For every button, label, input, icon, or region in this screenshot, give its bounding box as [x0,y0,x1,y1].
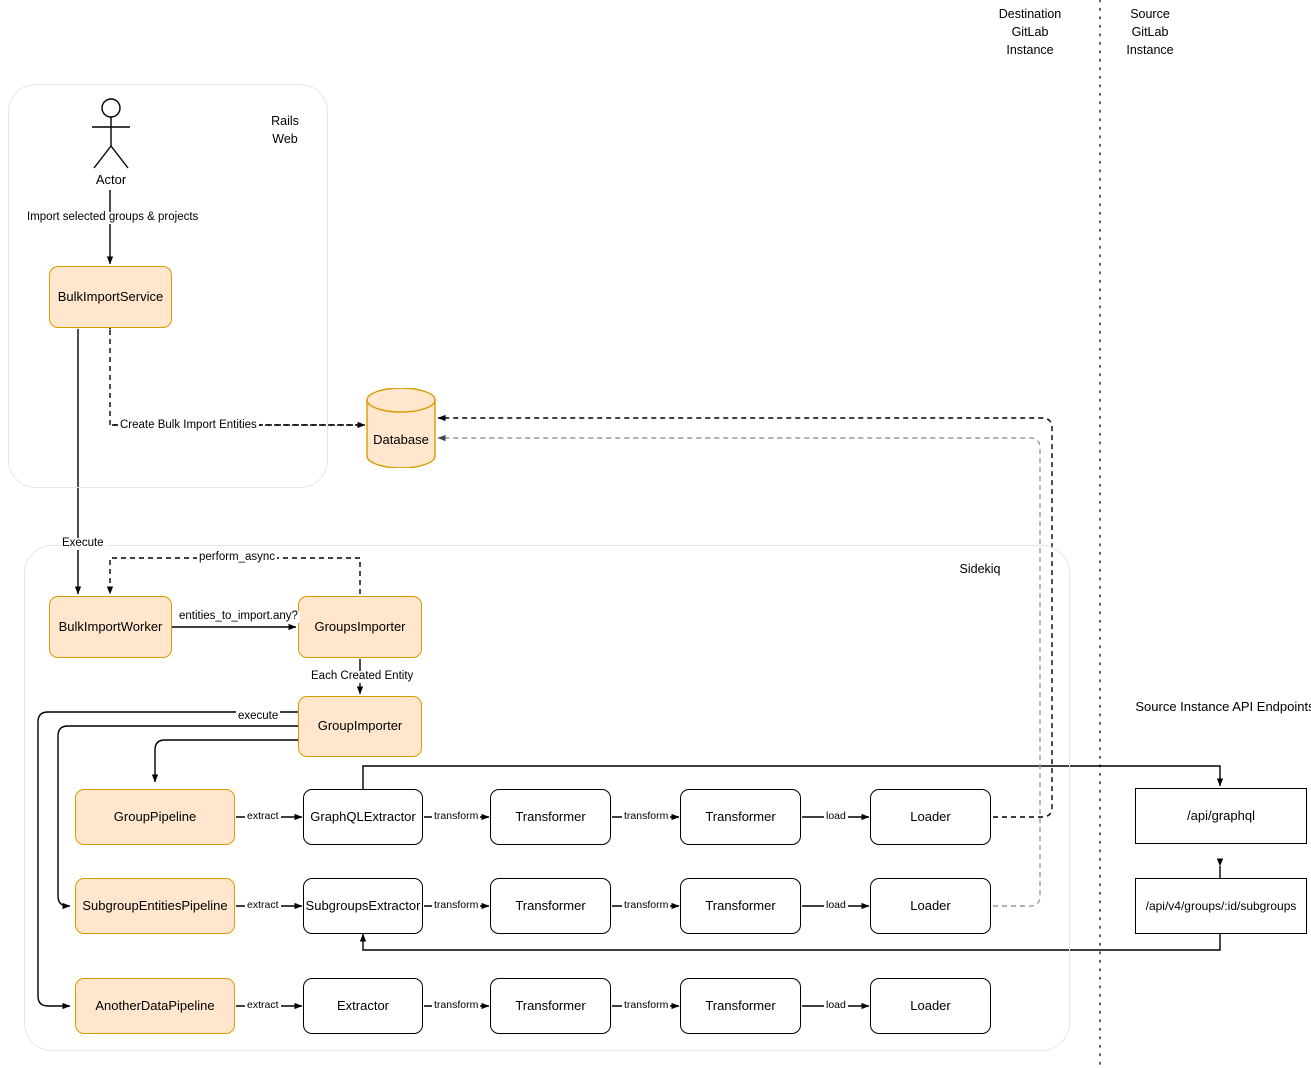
edge-label-perform-async: perform_async [197,551,278,564]
node-loader-r1[interactable]: Loader [870,789,991,845]
node-subgroup-entities-pipeline[interactable]: SubgroupEntitiesPipeline [75,878,235,934]
edge-label-create-entities: Create Bulk Import Entities [118,419,259,432]
edge-label-execute-pipeline: execute [236,710,281,723]
actor-figure [86,98,136,170]
edge-label-entities-any: entities_to_import.any? [177,610,300,623]
node-transformer-r3-b[interactable]: Transformer [680,978,801,1034]
node-transformer-r1-a[interactable]: Transformer [490,789,611,845]
edge-label-extract-r2: extract [245,899,281,911]
edge-label-transform-r3-a: transform [432,999,481,1011]
database-cylinder [366,387,436,469]
container-sidekiq [24,545,1070,1051]
node-transformer-r3-a[interactable]: Transformer [490,978,611,1034]
api-endpoints-caption: Source Instance API Endpoints [1135,699,1311,714]
container-rails-web-label: Rails Web [271,114,299,147]
edge-label-extract-r3: extract [245,999,281,1011]
node-loader-r2[interactable]: Loader [870,878,991,934]
edge-label-load-r2: load [824,899,848,911]
node-transformer-r2-a[interactable]: Transformer [490,878,611,934]
edge-label-transform-r2-b: transform [622,899,671,911]
edge-label-extract-r1: extract [245,810,281,822]
node-loader-r3[interactable]: Loader [870,978,991,1034]
node-api-subgroups[interactable]: /api/v4/groups/:id/subgroups [1135,878,1307,934]
edge-label-load-r1: load [824,810,848,822]
node-transformer-r2-b[interactable]: Transformer [680,878,801,934]
node-groups-importer[interactable]: GroupsImporter [298,596,422,658]
node-subgroups-extractor[interactable]: SubgroupsExtractor [303,878,423,934]
node-transformer-r1-b[interactable]: Transformer [680,789,801,845]
container-rails-web [8,84,328,488]
edge-label-transform-r2-a: transform [432,899,481,911]
node-bulk-import-service[interactable]: BulkImportService [49,266,172,328]
edge-label-transform-r1-b: transform [622,810,671,822]
node-group-importer[interactable]: GroupImporter [298,696,422,757]
node-another-data-pipeline[interactable]: AnotherDataPipeline [75,978,235,1034]
actor-label: Actor [95,172,127,187]
edge-label-import-selected: Import selected groups & projects [25,211,201,224]
edge-label-load-r3: load [824,999,848,1011]
edge-label-each-created-entity: Each Created Entity [309,670,416,683]
edge-label-transform-r1-a: transform [432,810,481,822]
node-bulk-import-worker[interactable]: BulkImportWorker [49,596,172,658]
container-sidekiq-label: Sidekiq [959,562,1001,576]
edge-label-transform-r3-b: transform [622,999,671,1011]
node-graphql-extractor[interactable]: GraphQLExtractor [303,789,423,845]
destination-instance-label: Destination GitLab Instance [998,7,1062,58]
node-api-graphql[interactable]: /api/graphql [1135,788,1307,844]
node-group-pipeline[interactable]: GroupPipeline [75,789,235,845]
database-label: Database [373,432,429,447]
source-instance-label: Source GitLab Instance [1126,7,1174,58]
edge-label-execute-worker: Execute [60,537,106,550]
node-extractor[interactable]: Extractor [303,978,423,1034]
